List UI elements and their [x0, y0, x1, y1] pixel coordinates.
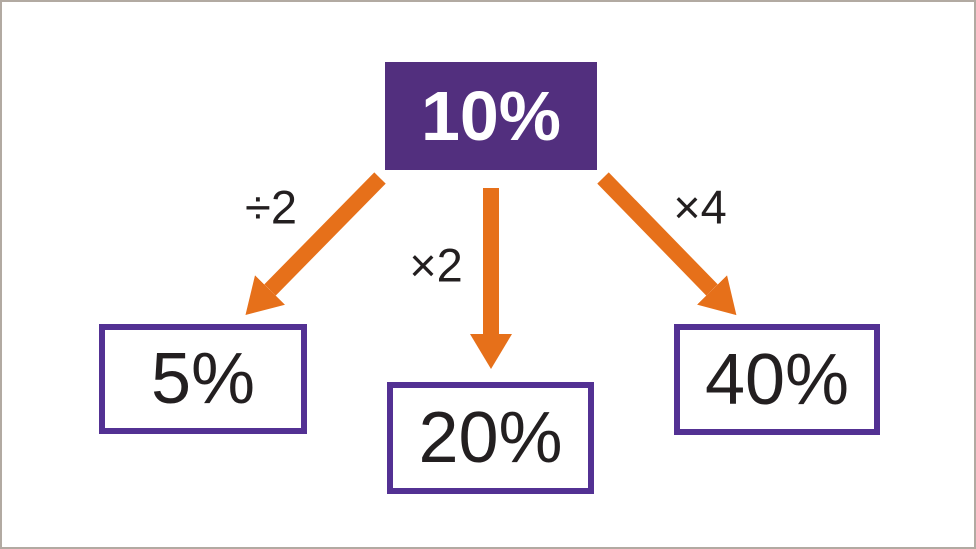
result-node-20-percent: 20%	[387, 382, 594, 494]
operation-label-times-2: ×2	[409, 238, 463, 292]
operation-label-times-4: ×4	[673, 180, 727, 234]
root-node-10-percent: 10%	[385, 62, 597, 170]
result-node-5-percent: 5%	[99, 324, 307, 434]
result-node-40-percent: 40%	[674, 324, 880, 435]
operation-label-divide-2: ÷2	[245, 180, 297, 234]
